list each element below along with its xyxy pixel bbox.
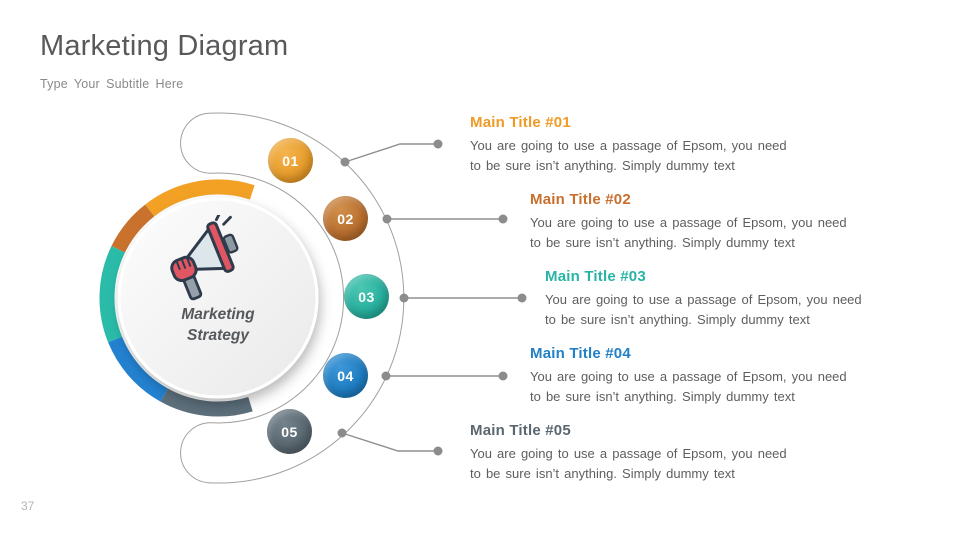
step-badge-04: 04 — [323, 353, 368, 398]
ring-segment-slate — [160, 388, 253, 417]
item-3-title: Main Title #03 — [545, 268, 646, 285]
item-4-title: Main Title #04 — [530, 345, 631, 362]
step-badge-02-label: 02 — [337, 210, 354, 227]
item-4-body-line-1: You are going to use a passage of Epsom,… — [530, 369, 847, 384]
item-2-title: Main Title #02 — [530, 191, 631, 208]
step-badge-05-label: 05 — [281, 423, 298, 440]
megaphone-icon — [160, 210, 260, 305]
step-badge-04-label: 04 — [337, 367, 354, 384]
ring-segment-teal — [99, 246, 126, 343]
item-3-body-line-2: to be sure isn’t anything. Simply dummy … — [545, 312, 810, 327]
item-3: Main Title #03 You are going to use a pa… — [545, 267, 905, 330]
center-circle — [117, 197, 319, 399]
page-number: 37 — [21, 499, 35, 513]
step-badge-03: 03 — [344, 274, 389, 319]
ring-segment-blue — [108, 336, 169, 402]
item-1: Main Title #01 You are going to use a pa… — [470, 113, 830, 176]
center-label: Marketing Strategy — [133, 304, 303, 346]
item-1-title: Main Title #01 — [470, 114, 571, 131]
item-1-body-line-1: You are going to use a passage of Epsom,… — [470, 138, 787, 153]
item-4-body-line-2: to be sure isn’t anything. Simply dummy … — [530, 389, 795, 404]
center-label-line-2: Strategy — [186, 327, 250, 344]
step-badge-01-label: 01 — [282, 152, 299, 169]
step-badge-03-label: 03 — [358, 288, 375, 305]
item-3-body-line-1: You are going to use a passage of Epsom,… — [545, 292, 862, 307]
item-5-body-line-1: You are going to use a passage of Epsom,… — [470, 446, 787, 461]
item-4: Main Title #04 You are going to use a pa… — [530, 344, 890, 407]
step-badge-05: 05 — [267, 409, 312, 454]
connector-1 — [344, 143, 438, 163]
step-badge-01: 01 — [268, 138, 313, 183]
page-subtitle: Type Your Subtitle Here — [40, 77, 184, 91]
item-2: Main Title #02 You are going to use a pa… — [530, 190, 890, 253]
item-5-body-line-2: to be sure isn’t anything. Simply dummy … — [470, 466, 735, 481]
item-2-body-line-1: You are going to use a passage of Epsom,… — [530, 215, 847, 230]
connector-5 — [341, 432, 438, 452]
ring-segment-rust — [111, 204, 155, 253]
center-label-line-1: Marketing — [181, 306, 255, 323]
item-5-title: Main Title #05 — [470, 422, 571, 439]
page-title: Marketing Diagram — [40, 30, 289, 62]
connector-dots — [337, 139, 527, 456]
step-badge-02: 02 — [323, 196, 368, 241]
item-2-body-line-2: to be sure isn’t anything. Simply dummy … — [530, 235, 795, 250]
ring-segment-orange — [145, 179, 255, 217]
item-5: Main Title #05 You are going to use a pa… — [470, 421, 830, 484]
item-1-body-line-2: to be sure isn’t anything. Simply dummy … — [470, 158, 735, 173]
